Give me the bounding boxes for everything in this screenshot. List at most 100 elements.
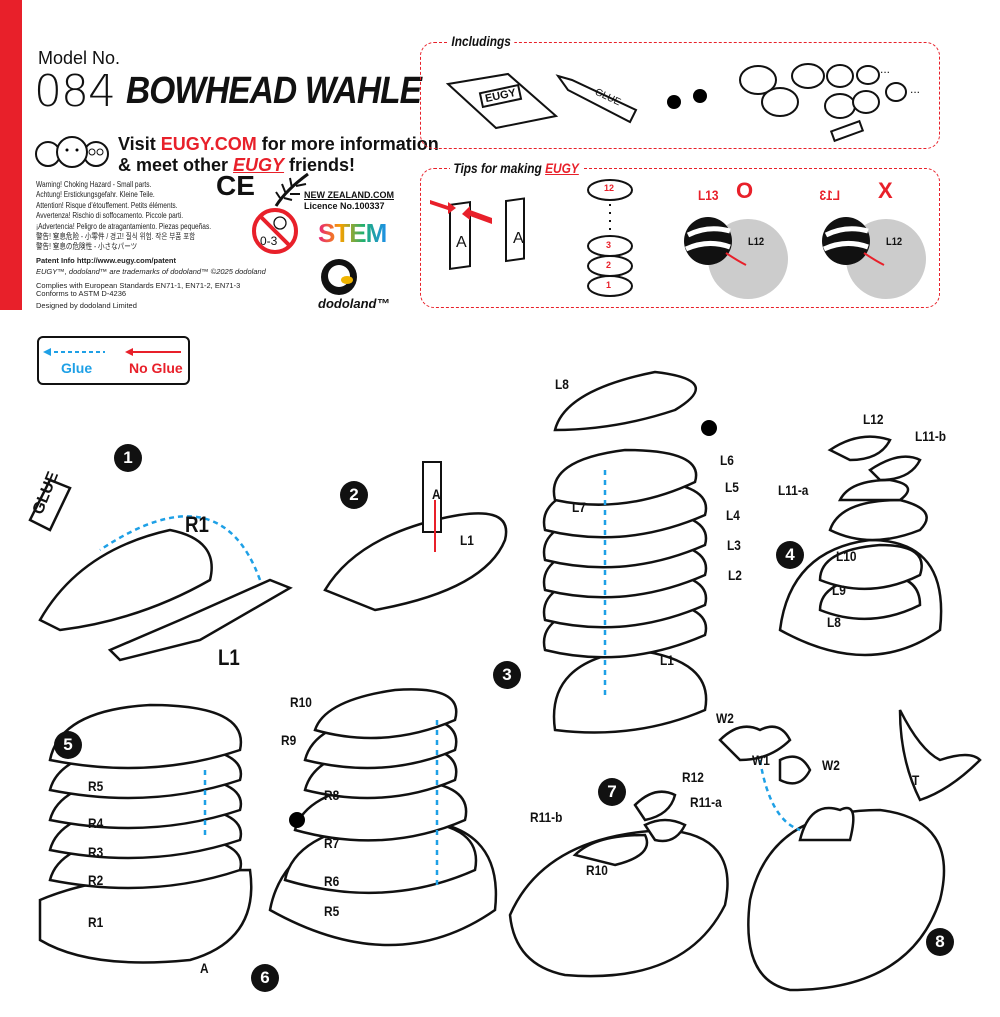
designed-by: Designed by dodoland Limited	[36, 301, 137, 310]
step-8-illustration	[718, 709, 982, 992]
part-label: R4	[88, 815, 104, 831]
step-2-number: 2	[340, 481, 368, 509]
part-label: A	[432, 486, 441, 502]
step-6-number: 6	[251, 964, 279, 992]
step-4-number: 4	[776, 541, 804, 569]
eugy-characters-icon	[35, 136, 109, 168]
model-label: Model No.	[38, 48, 121, 68]
part-label: R3	[88, 844, 104, 860]
part-label: R10	[586, 862, 608, 878]
silver-fern-icon	[274, 172, 309, 207]
model-name: BOWHEAD WAHLE	[126, 70, 422, 112]
model-number: 084	[34, 66, 116, 117]
part-label: L9	[832, 582, 846, 598]
tips-box	[420, 168, 940, 308]
wrong-mark: X	[878, 178, 893, 203]
part-label: A	[200, 960, 209, 976]
part-label: L5	[725, 479, 739, 495]
ellipsis-2: ...	[910, 82, 921, 96]
standards: Complies with European Standards EN71-1,…	[36, 281, 241, 290]
step-3-number: 3	[493, 661, 521, 689]
no-under-3-icon	[252, 208, 298, 254]
part-label: L8	[555, 376, 569, 392]
part-label: R1	[88, 914, 104, 930]
step-7-number: 7	[598, 778, 626, 806]
tips-title: Tips for making EUGY	[450, 160, 583, 176]
tip-l13-label: L13	[698, 187, 719, 203]
step-7-illustration	[508, 790, 729, 978]
age-badge: 0-3	[260, 234, 278, 248]
piece-a-label: A	[456, 234, 467, 251]
part-label: L1	[660, 652, 674, 668]
press-piece-icon	[430, 197, 525, 271]
part-label: L1	[218, 645, 240, 670]
part-label: L2	[728, 567, 742, 583]
part-label: R5	[88, 778, 104, 794]
part-label: L6	[720, 452, 734, 468]
booklet-icon	[445, 72, 559, 130]
tip-l12-label: L12	[748, 236, 765, 248]
includings-title: Includings	[448, 33, 515, 49]
part-label: R2	[88, 872, 104, 888]
step-6-illustration	[268, 688, 498, 947]
part-label: R8	[324, 787, 340, 803]
trademark: EUGY™, dodoland™ are trademarks of dodol…	[36, 267, 266, 276]
step-4-illustration	[778, 435, 943, 657]
part-label: R6	[324, 873, 340, 889]
step-1-number: 1	[114, 444, 142, 472]
step-1-illustration	[28, 478, 293, 662]
parts-pieces-icon	[739, 63, 907, 143]
part-label: R12	[682, 769, 704, 785]
eyes-icon	[667, 89, 707, 109]
part-label: R10	[290, 694, 312, 710]
step-8-number: 8	[926, 928, 954, 956]
part-label: L4	[726, 507, 740, 523]
part-label: L11-a	[778, 482, 809, 498]
glue-tube-icon	[555, 74, 638, 124]
stack-label: 3	[606, 240, 612, 250]
visit-text: Visit EUGY.COM for more information & me…	[118, 134, 439, 175]
eugy-link[interactable]: EUGY.COM	[160, 134, 257, 154]
glue-legend-label: Glue	[61, 360, 93, 376]
tip-l12-label-2: L12	[886, 236, 903, 248]
part-label: R5	[324, 903, 340, 919]
step-3-illustration	[542, 370, 717, 734]
stack-label: 1	[606, 280, 612, 290]
part-label: L12	[863, 411, 884, 427]
part-label: W1	[752, 752, 770, 768]
part-label: T	[912, 772, 920, 788]
wrong-alignment-icon	[822, 217, 926, 299]
step-5-number: 5	[54, 731, 82, 759]
part-label: R11-a	[690, 794, 722, 810]
red-side-bar	[0, 0, 22, 310]
part-label: L8	[827, 614, 841, 630]
part-label: L1	[460, 532, 474, 548]
stem-logo: STEM	[318, 218, 387, 248]
patent-info: Patent Info http://www.eugy.com/patent	[36, 256, 176, 265]
piece-a-label-2: A	[513, 230, 524, 247]
part-label: R11-b	[530, 809, 563, 825]
part-label: W2	[716, 710, 734, 726]
dodoland-logo-icon	[321, 259, 357, 295]
correct-alignment-icon	[684, 217, 788, 299]
step-5-illustration	[38, 703, 253, 964]
warning-list: Warning! Choking Hazard - Small parts.Ac…	[36, 180, 212, 252]
part-label: R1	[185, 512, 209, 537]
ce-mark: CE	[216, 170, 255, 201]
part-label: L3	[727, 537, 741, 553]
tip-l13-mirrored-label: L13	[819, 187, 840, 203]
stack-label: 2	[606, 260, 612, 270]
dodoland-logo-text: dodoland™	[318, 296, 390, 311]
part-label: R7	[324, 835, 340, 851]
includings-box	[420, 42, 940, 149]
stack-label: 12	[604, 183, 615, 193]
numbered-stack-icon	[587, 179, 633, 297]
astm: Conforms to ASTM D-4236	[36, 289, 127, 298]
correct-mark: O	[736, 178, 754, 203]
part-label: L7	[572, 499, 586, 515]
step-2-illustration	[323, 461, 508, 612]
no-glue-legend-label: No Glue	[129, 360, 183, 376]
part-label: R9	[281, 732, 297, 748]
ellipsis-1: ...	[880, 62, 891, 76]
